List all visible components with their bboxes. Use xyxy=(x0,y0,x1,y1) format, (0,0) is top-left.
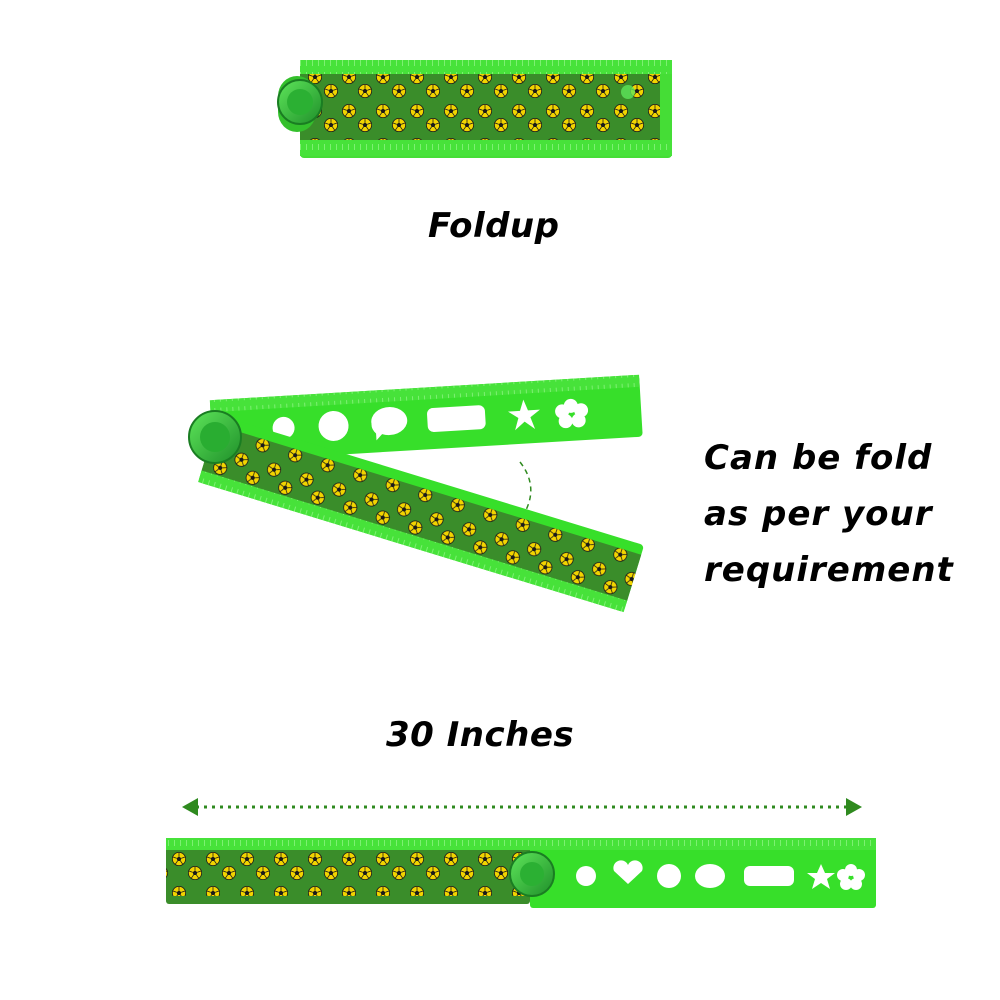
open-stencil-star xyxy=(807,864,835,889)
stencil-star xyxy=(508,399,540,431)
open-stencil-circle-small xyxy=(576,866,596,886)
caption-fold-requirement: Can be fold as per your requirement xyxy=(704,430,984,598)
open-ruler-stencils xyxy=(576,860,865,890)
caption-fold-line-1: Can be fold xyxy=(704,438,933,478)
open-stencil-rounded-rectangle xyxy=(744,866,794,886)
arrow-left-head xyxy=(182,798,198,816)
fully-open-ruler xyxy=(166,838,876,908)
stencil-arm xyxy=(209,374,643,462)
stencil-circle xyxy=(318,410,349,441)
folded-ruler-bottom-scale xyxy=(300,140,672,156)
open-stencil-circle xyxy=(657,864,681,888)
caption-length: 30 Inches xyxy=(386,715,575,755)
folded-ruler-hinge-center xyxy=(287,89,313,115)
ball-arm xyxy=(198,416,644,613)
open-stencil-bubble xyxy=(695,864,725,888)
caption-fold-line-2: as per your xyxy=(704,494,933,534)
stencil-speech-bubble xyxy=(371,407,408,441)
length-double-arrow xyxy=(182,798,862,816)
stencil-flower xyxy=(555,398,589,429)
arrow-right-head xyxy=(846,798,862,816)
caption-foldup: Foldup xyxy=(428,206,560,246)
open-ruler-hinge-center xyxy=(520,862,544,886)
fold-angle-arc xyxy=(519,461,532,511)
half-open-ruler xyxy=(188,374,644,613)
half-open-ruler-hinge-center xyxy=(200,422,230,452)
caption-fold-line-3: requirement xyxy=(704,550,954,590)
folded-ruler-rivet xyxy=(621,85,635,99)
stencil-rounded-rectangle xyxy=(427,405,486,433)
open-stencil-heart xyxy=(613,860,643,884)
folded-ruler xyxy=(277,60,672,158)
folded-ruler-top-scale xyxy=(300,60,672,74)
folded-ruler-ball-panel xyxy=(300,74,660,140)
